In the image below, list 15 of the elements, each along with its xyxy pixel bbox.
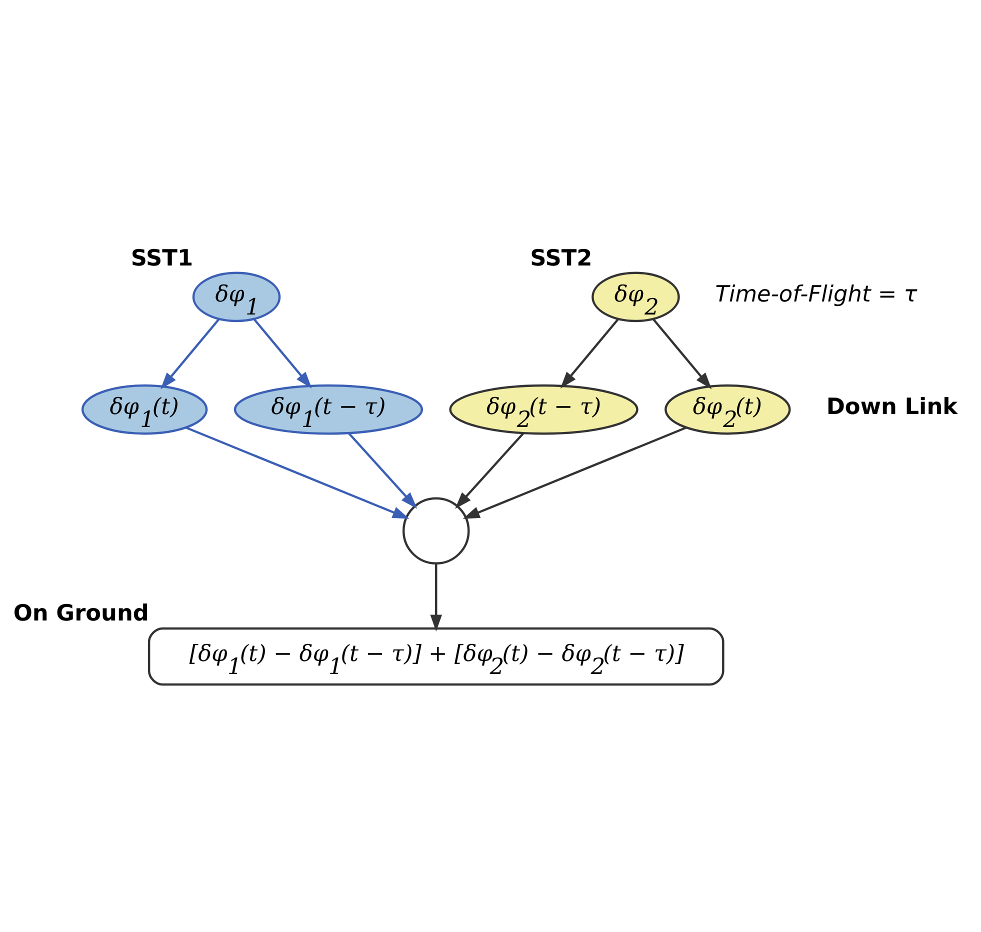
arrow [560,318,620,388]
node-label: SST1 [130,244,194,271]
arrow [348,432,418,508]
node-label: On Ground [13,600,149,626]
arrow [185,426,410,518]
node-circle [402,496,470,564]
node-label: SST2 [530,244,592,271]
arrow [252,318,312,388]
arrow [455,432,524,508]
arrow [430,562,442,632]
arrow [652,318,712,389]
arrow [462,426,687,518]
label: Time-of-Flight = τ [715,280,918,307]
label: Down Link [826,394,958,420]
arrow [160,318,220,389]
